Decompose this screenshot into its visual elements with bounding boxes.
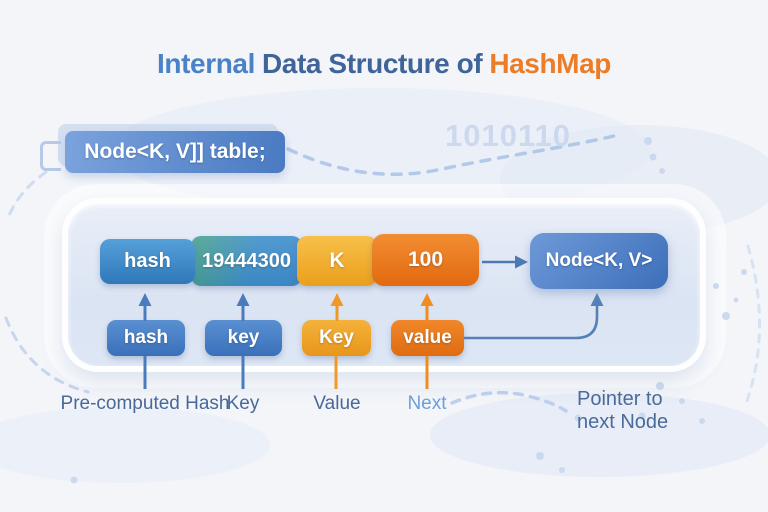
node-field-value: 100 bbox=[372, 234, 479, 286]
node-field-key: K bbox=[297, 236, 377, 286]
dashed-curve bbox=[6, 170, 48, 220]
member-box-hash: hash bbox=[107, 320, 185, 356]
next-node-box: Node<K, V> bbox=[530, 233, 668, 289]
member-box-hash-label: hash bbox=[123, 327, 169, 348]
binary-watermark: 1010110 bbox=[445, 118, 571, 153]
member-box-key-cap-label: Key bbox=[319, 327, 354, 348]
table-declaration-label: Node<K, V]] table; bbox=[84, 140, 266, 163]
member-box-value-label: value bbox=[403, 327, 452, 348]
bg-blob bbox=[0, 407, 270, 483]
title-word-internal: Internal bbox=[157, 48, 255, 79]
title-word-hashmap: HashMap bbox=[489, 48, 611, 79]
caption-precomputed-hash: Pre-computed Hash bbox=[60, 393, 230, 414]
node-field-value-label: 100 bbox=[407, 248, 444, 271]
caption-value: Value bbox=[313, 393, 361, 414]
node-field-hash-value: 19444300 bbox=[191, 236, 302, 286]
node-field-hash: hash bbox=[100, 239, 195, 284]
table-declaration-box: Node<K, V]] table; bbox=[65, 131, 285, 173]
caption-next: Next bbox=[407, 393, 447, 414]
member-box-value: value bbox=[391, 320, 464, 356]
node-field-hash-label: hash bbox=[124, 250, 171, 272]
caption-key: Key bbox=[226, 393, 260, 414]
caption-pointer-next-node: Pointer to next Node bbox=[577, 388, 669, 433]
member-box-key-label: key bbox=[227, 327, 260, 348]
next-node-label: Node<K, V> bbox=[545, 250, 653, 271]
node-field-key-label: K bbox=[329, 249, 345, 272]
title-middle: Data Structure of bbox=[261, 48, 483, 79]
member-box-key-cap: Key bbox=[302, 320, 371, 356]
dashed-curve bbox=[744, 244, 762, 406]
member-box-key: key bbox=[205, 320, 282, 356]
dashed-curve bbox=[450, 390, 568, 413]
node-field-hash-value-label: 19444300 bbox=[202, 249, 291, 272]
array-bracket-icon bbox=[40, 141, 61, 171]
